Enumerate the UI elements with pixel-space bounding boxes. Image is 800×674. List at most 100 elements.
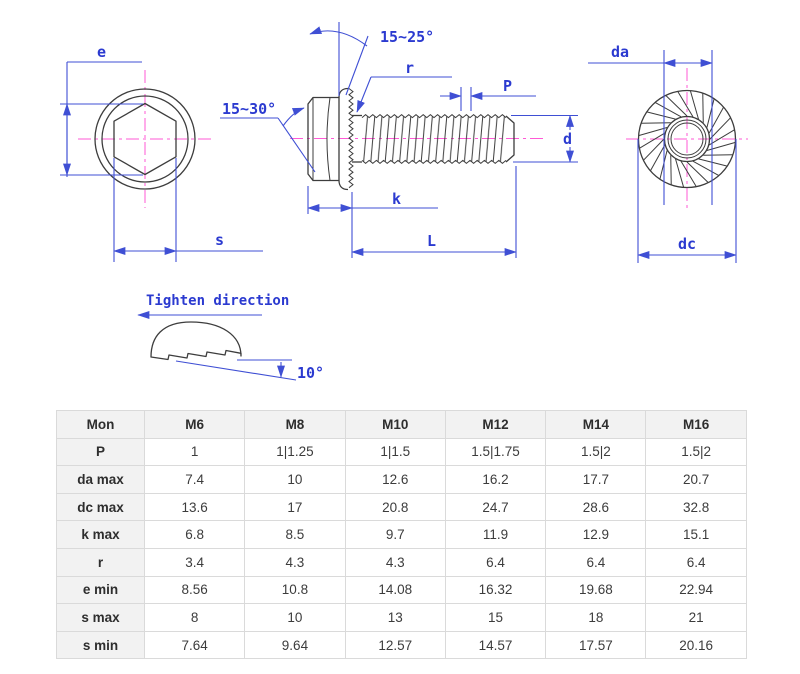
table-cell: 20.8	[344, 492, 446, 522]
head-angle-annotation: 15~25°	[309, 22, 434, 96]
flange-profile-serrated	[150, 321, 242, 361]
table-cell: 16.2	[444, 465, 547, 494]
serration-angle-annotation: 10°	[175, 359, 324, 382]
table-cell: 3.4	[143, 547, 246, 577]
table-cell: 11.9	[444, 520, 547, 549]
table-row-label: P	[56, 437, 145, 467]
table-cell: 24.7	[444, 492, 547, 522]
table-header-cell: M12	[444, 410, 547, 439]
table-cell: 13	[344, 603, 446, 632]
thread-end-chamfer	[505, 115, 515, 163]
spec-table: Mon M6 M8 M10 M12 M14 M16 P 1 1|1.25 1|1…	[56, 410, 747, 660]
table-row: dc max 13.6 17 20.8 24.7 28.6 32.8	[56, 492, 747, 522]
table-row-label: dc max	[56, 492, 145, 522]
table-cell: 7.64	[143, 630, 246, 660]
hex-facet-curve	[326, 97, 331, 181]
serration-angle-label: 10°	[297, 364, 324, 382]
table-row-label: e min	[56, 575, 145, 605]
hexagon-outline	[113, 102, 177, 176]
table-cell: 1.5|1.75	[444, 437, 547, 467]
dc-dimension-label: dc	[678, 235, 696, 253]
e-dimension: e	[60, 43, 143, 177]
flange-inner-circle	[101, 95, 189, 183]
boss-circle-2	[667, 119, 707, 159]
table-row: P 1 1|1.25 1|1.5 1.5|1.75 1.5|2 1.5|2	[56, 437, 747, 467]
table-cell: 4.3	[344, 547, 446, 577]
front-view: e s	[60, 43, 263, 262]
flange-profile	[338, 87, 349, 191]
table-cell: 10	[244, 603, 346, 632]
thread-crest-bottom	[361, 159, 507, 165]
table-row: da max 7.4 10 12.6 16.2 17.7 20.7	[56, 465, 747, 494]
table-cell: 12.9	[545, 520, 647, 549]
table-header-cell: M16	[645, 410, 747, 439]
p-dimension-label: P	[503, 77, 512, 95]
k-dimension: k	[307, 186, 438, 258]
table-cell: 12.6	[344, 465, 446, 494]
table-cell: 1.5|2	[645, 437, 747, 467]
table-cell: 6.4	[645, 547, 747, 577]
table-cell: 15.1	[645, 520, 747, 549]
table-cell: 7.4	[143, 465, 246, 494]
table-cell: 10.8	[244, 575, 346, 605]
s-dimension-label: s	[215, 231, 224, 249]
table-row: r 3.4 4.3 4.3 6.4 6.4 6.4	[56, 547, 747, 577]
table-header-cell: M8	[244, 410, 346, 439]
table-cell: 1	[143, 437, 246, 467]
e-dimension-label: e	[97, 43, 106, 61]
table-cell: 9.7	[344, 520, 446, 549]
table-cell: 13.6	[143, 492, 246, 522]
table-cell: 17	[244, 492, 346, 522]
flange-angle-label: 15~30°	[222, 100, 276, 118]
da-dimension-label: da	[611, 43, 629, 61]
table-cell: 10	[244, 465, 346, 494]
engineering-drawing: e s	[60, 22, 748, 382]
table-row-label: r	[56, 547, 145, 577]
table-cell: 19.68	[545, 575, 647, 605]
table-row: e min 8.56 10.8 14.08 16.32 19.68 22.94	[56, 575, 747, 605]
l-dimension: L	[351, 166, 517, 258]
table-header-row: Mon M6 M8 M10 M12 M14 M16	[56, 410, 747, 439]
table-cell: 15	[444, 603, 547, 632]
table-header-cell: M14	[545, 410, 647, 439]
table-cell: 4.3	[244, 547, 346, 577]
table-cell: 1|1.5	[344, 437, 446, 467]
d-dimension-label: d	[563, 130, 572, 148]
table-cell: 17.57	[545, 630, 647, 660]
table-row-label: k max	[56, 520, 145, 549]
table-cell: 17.7	[545, 465, 647, 494]
table-cell: 6.8	[143, 520, 246, 549]
table-cell: 14.08	[344, 575, 446, 605]
r-annotation: r	[356, 59, 452, 113]
threaded-shaft	[361, 113, 515, 165]
table-cell: 16.32	[444, 575, 547, 605]
table-header-cell: M6	[143, 410, 246, 439]
table-row-label: da max	[56, 465, 145, 494]
table-cell: 22.94	[645, 575, 747, 605]
table-header-cell: Mon	[56, 410, 145, 439]
table-cell: 12.57	[344, 630, 446, 660]
thread-crest-top	[361, 113, 507, 119]
table-row: s min 7.64 9.64 12.57 14.57 17.57 20.16	[56, 630, 747, 660]
table-cell: 20.16	[645, 630, 747, 660]
table-cell: 8.5	[244, 520, 346, 549]
table-cell: 18	[545, 603, 647, 632]
table-cell: 9.64	[244, 630, 346, 660]
table-cell: 6.4	[444, 547, 547, 577]
table-cell: 1|1.25	[244, 437, 346, 467]
table-cell: 21	[645, 603, 747, 632]
table-row: s max 8 10 13 15 18 21	[56, 603, 747, 632]
flange-outer-circle	[94, 88, 196, 190]
side-view: 15~25° r 15~30° P d	[220, 22, 578, 258]
table-cell: 14.57	[444, 630, 547, 660]
flange-serration-edge	[348, 88, 354, 189]
k-dimension-label: k	[392, 190, 401, 208]
r-label: r	[405, 59, 414, 77]
l-dimension-label: L	[427, 232, 436, 250]
hole-circle	[670, 122, 704, 156]
table-cell: 32.8	[645, 492, 747, 522]
flange-back-view: da dc	[588, 43, 748, 263]
table-row-label: s max	[56, 603, 145, 632]
tighten-direction-label: Tighten direction	[146, 293, 289, 309]
